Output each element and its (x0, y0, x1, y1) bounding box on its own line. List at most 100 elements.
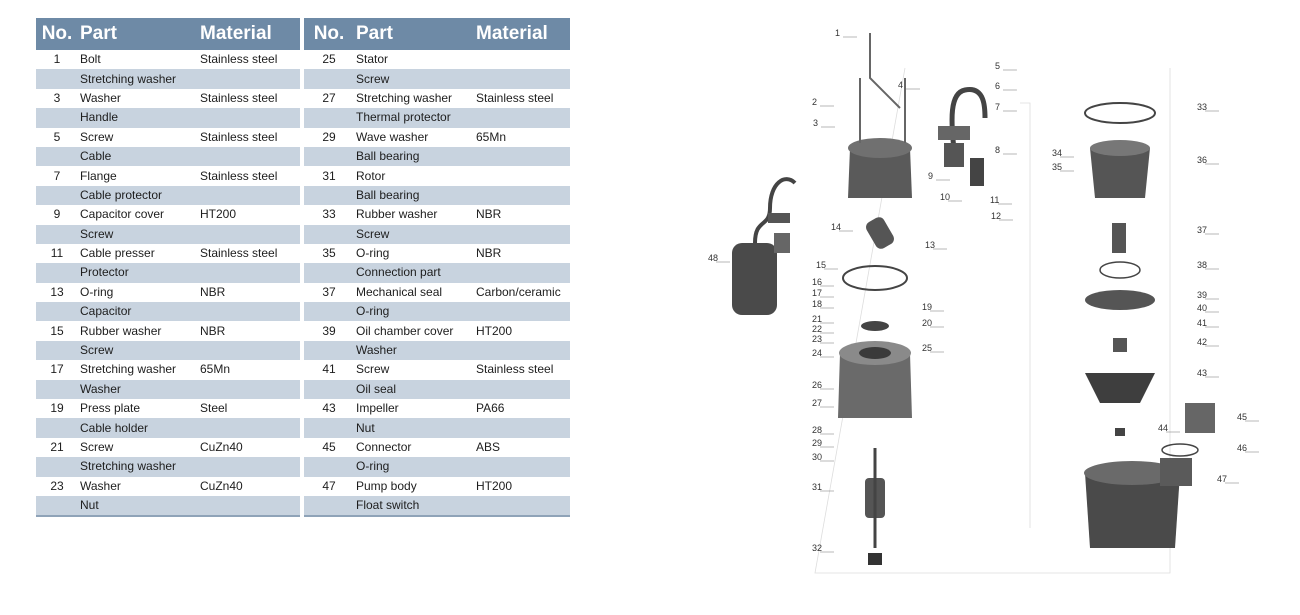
cell-no: 39 (322, 323, 336, 338)
callout-label: 26 (812, 380, 822, 390)
callout-label: 41 (1197, 318, 1207, 328)
table-row: O-ring (304, 302, 570, 322)
cell-part: Stretching washer (78, 457, 198, 477)
cell-part: Screw (80, 129, 114, 144)
cell-no (304, 302, 354, 322)
cell-material: NBR (476, 246, 502, 261)
callout-label: 28 (812, 425, 822, 435)
cell-material: NBR (200, 284, 226, 299)
cell-material: NBR (476, 207, 502, 222)
cell-part: Capacitor (78, 302, 198, 322)
header-material: Material (198, 18, 300, 50)
cell-part: Thermal protector (354, 108, 474, 128)
cell-part: Handle (78, 108, 198, 128)
cell-material (198, 457, 300, 477)
callout-label: 5 (995, 61, 1000, 71)
o-ring-drawing (842, 265, 908, 291)
cell-no (304, 69, 354, 89)
table-row: Cable protector (36, 185, 300, 206)
cell-part: Press plate (80, 401, 141, 416)
cell-no (304, 146, 354, 167)
cell-part: Rubber washer (356, 207, 438, 222)
table-row: Nut (36, 495, 300, 518)
cell-material: 65Mn (476, 129, 507, 144)
cell-part: Washer (80, 478, 121, 493)
table-row: Protector (36, 263, 300, 283)
cell-material (474, 379, 570, 400)
cell-no (304, 263, 354, 283)
cell-material: CuZn40 (200, 478, 243, 493)
table-row: Ball bearing (304, 185, 570, 206)
cell-no: 37 (322, 284, 336, 299)
table-row: Capacitor (36, 302, 300, 322)
table-row: Washer (304, 340, 570, 361)
cell-material: Stainless steel (476, 362, 554, 377)
cell-material: Stainless steel (476, 90, 554, 105)
header-no: No. (36, 18, 78, 50)
header-no: No. (304, 18, 354, 50)
callout-label: 47 (1217, 474, 1227, 484)
cell-material: PA66 (476, 401, 505, 416)
cell-no: 29 (322, 129, 336, 144)
cell-material: Stainless steel (200, 246, 278, 261)
table-row: Stretching washer (36, 457, 300, 477)
callout-label: 32 (812, 543, 822, 553)
cell-material: HT200 (200, 207, 237, 222)
cell-no (304, 418, 354, 438)
cell-material (198, 302, 300, 322)
cell-no (36, 302, 78, 322)
cell-part: Screw (78, 224, 198, 244)
table-row: Cable holder (36, 418, 300, 438)
cell-no: 33 (322, 207, 336, 222)
pump-end-drawing (1084, 102, 1215, 548)
table-row: Float switch (304, 495, 570, 518)
cell-material (474, 166, 570, 185)
cell-material: Stainless steel (200, 168, 278, 183)
table-row: Oil seal (304, 379, 570, 400)
cell-material (198, 108, 300, 128)
cell-part: Cable protector (78, 185, 198, 206)
callout-label: 9 (928, 171, 933, 181)
motor-cover-drawing (848, 33, 912, 198)
cell-no: 17 (50, 362, 64, 377)
cell-part: Nut (78, 495, 198, 518)
cell-part: Ball bearing (354, 185, 474, 206)
cell-no (304, 495, 354, 518)
callout-label: 12 (991, 211, 1001, 221)
header-material: Material (474, 18, 570, 50)
cell-no (304, 108, 354, 128)
cell-part: Screw (80, 440, 114, 454)
cell-material (474, 224, 570, 244)
cell-no: 15 (50, 323, 64, 338)
header-part: Part (78, 18, 198, 50)
cell-part: Float switch (354, 495, 474, 518)
cell-no (36, 457, 78, 477)
cell-material (474, 340, 570, 361)
cell-part: Screw (78, 340, 198, 361)
cell-material (474, 418, 570, 438)
cell-no: 5 (53, 129, 61, 144)
callout-label: 38 (1197, 260, 1207, 270)
callout-label: 11 (990, 195, 999, 205)
cell-no: 23 (50, 478, 64, 493)
cell-no (304, 185, 354, 206)
cell-no (36, 263, 78, 283)
callout-label: 39 (1197, 290, 1207, 300)
callout-label: 13 (925, 240, 935, 250)
callout-label: 44 (1158, 423, 1168, 433)
table-row: Screw (36, 340, 300, 361)
callout-label: 22 (812, 324, 822, 334)
table-row: Screw (304, 224, 570, 244)
cell-no: 7 (53, 168, 61, 183)
